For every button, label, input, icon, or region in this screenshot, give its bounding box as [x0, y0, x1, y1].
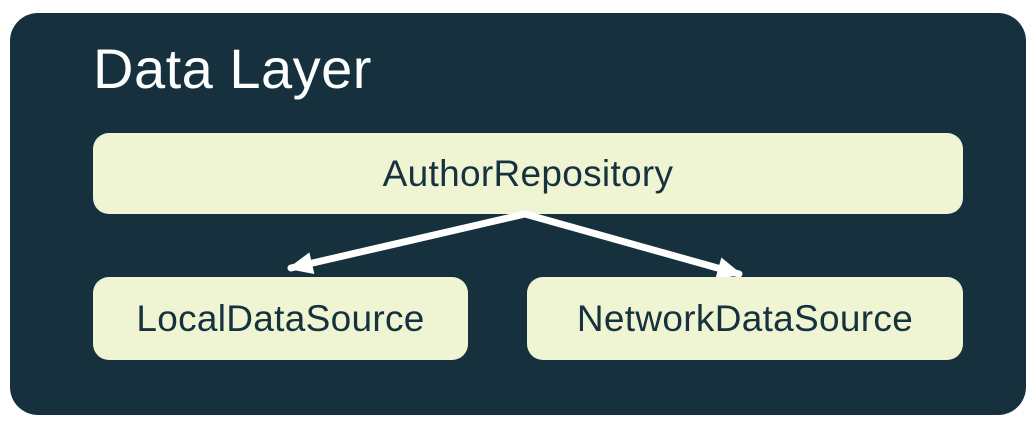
arrow-repository-to-local — [287, 210, 529, 274]
node-local-data-source: LocalDataSource — [93, 277, 468, 360]
diagram-title: Data Layer — [93, 37, 372, 100]
arrow-repository-to-network — [521, 210, 743, 279]
node-local-data-source-label: LocalDataSource — [136, 297, 425, 339]
node-network-data-source-label: NetworkDataSource — [576, 297, 914, 339]
data-layer-container: Data Layer AuthorRepository LocalDataSou… — [10, 13, 1026, 415]
node-network-data-source: NetworkDataSource — [527, 277, 963, 360]
node-author-repository-label: AuthorRepository — [382, 152, 674, 194]
node-author-repository: AuthorRepository — [93, 133, 963, 214]
